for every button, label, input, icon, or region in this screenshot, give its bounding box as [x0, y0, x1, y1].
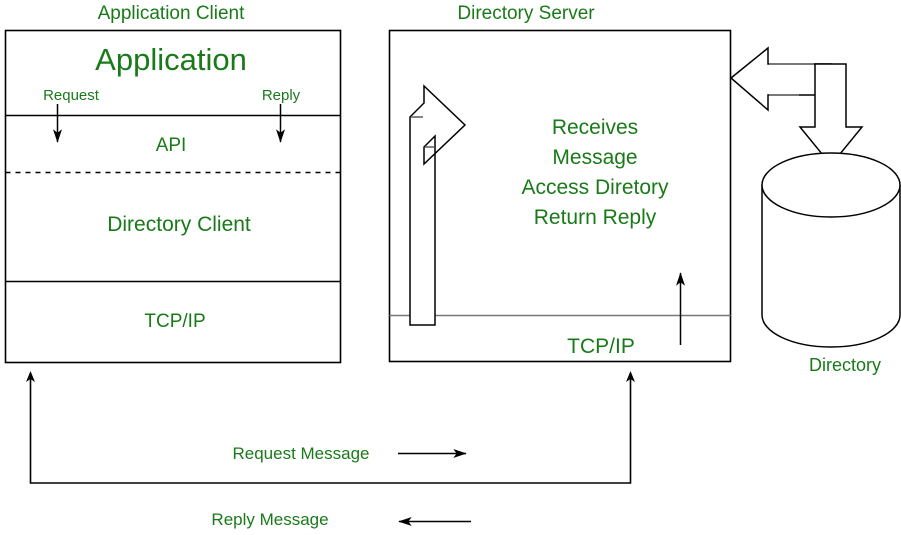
server-process-line-1: Receives — [551, 116, 639, 139]
reply-message-label: Reply Message — [211, 510, 329, 529]
link-arrowhead-right — [626, 371, 635, 382]
client-server-link-path — [29, 373, 632, 484]
server-process-description: Receives Message Access Diretory Return … — [521, 113, 668, 233]
application-client-title: Application Client — [97, 3, 245, 24]
application-client-box — [4, 29, 342, 364]
request-message-label: Request Message — [232, 444, 370, 463]
block-arrow-down-icon — [798, 63, 864, 167]
application-layer-label: Application — [95, 42, 247, 77]
server-block-arrow-right-icon — [409, 84, 467, 326]
cylinder-top-ellipse — [761, 152, 901, 218]
server-process-line-2: Message — [552, 146, 638, 169]
directory-storage-label: Directory — [808, 355, 882, 375]
directory-server-title: Directory Server — [457, 3, 595, 24]
cylinder-bottom-arc — [761, 314, 901, 348]
server-process-line-3: Access Diretory — [521, 176, 669, 199]
request-label: Request — [43, 87, 99, 104]
server-tcpip-layer-label: TCP/IP — [567, 335, 635, 358]
reply-label: Reply — [261, 87, 301, 104]
client-tcpip-layer-label: TCP/IP — [144, 311, 206, 332]
server-process-line-4: Return Reply — [533, 206, 657, 229]
directory-client-layer-label: Directory Client — [107, 213, 251, 236]
api-layer-label: API — [155, 135, 187, 156]
directory-server-box — [388, 29, 732, 363]
link-arrowhead-left — [26, 371, 35, 382]
